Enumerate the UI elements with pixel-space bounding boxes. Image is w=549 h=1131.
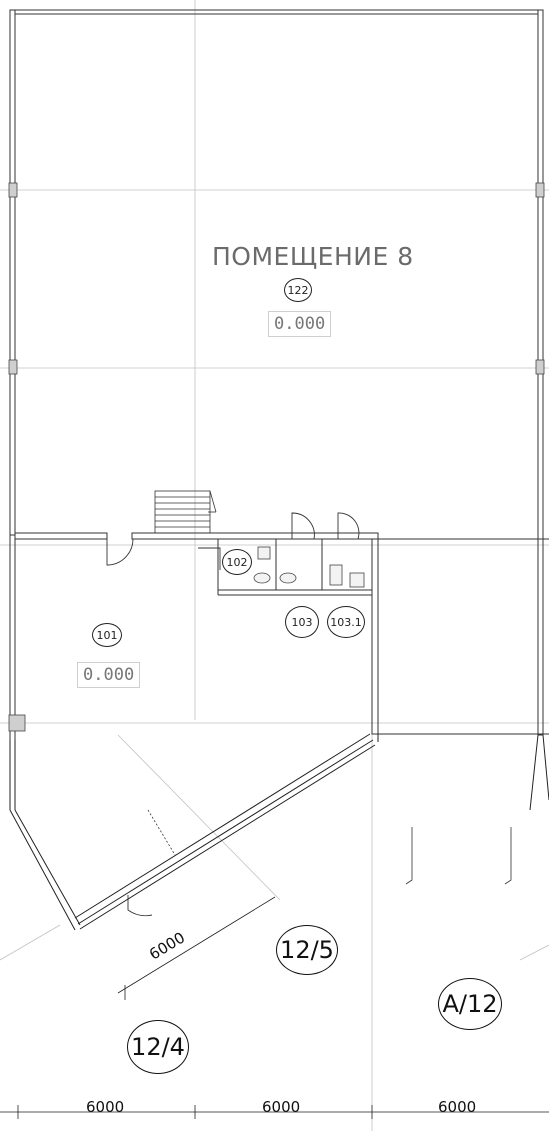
room-level: 0.000 (268, 311, 332, 337)
room-103-1-tag: 103.1 (327, 606, 365, 638)
slanted-wall (9, 733, 549, 931)
room-title: ПОМЕЩЕНИЕ 8 (212, 242, 414, 271)
room-103-tag: 103 (285, 606, 319, 638)
stair (154, 490, 217, 534)
interior-walls (14, 532, 549, 735)
bottom-dimension-2: 6000 (262, 1098, 301, 1116)
room-101-tag: 101 (92, 623, 122, 647)
bottom-dimension-3: 6000 (438, 1098, 477, 1116)
room-number-tag: 122 (284, 278, 312, 302)
room-102-tag: 102 (222, 549, 252, 575)
columns (8, 182, 545, 732)
grid-bubble-12-4: 12/4 (127, 1020, 189, 1074)
doors (106, 512, 360, 917)
grid-bubble-a-12: A/12 (438, 978, 502, 1030)
grid-bubble-12-5: 12/5 (276, 925, 338, 975)
bottom-dimension-1: 6000 (86, 1098, 125, 1116)
dimension-lines (0, 896, 549, 1119)
room-101-level: 0.000 (77, 662, 141, 688)
outer-walls (9, 9, 544, 740)
fixtures (253, 546, 365, 588)
wall-fixtures (147, 809, 512, 885)
